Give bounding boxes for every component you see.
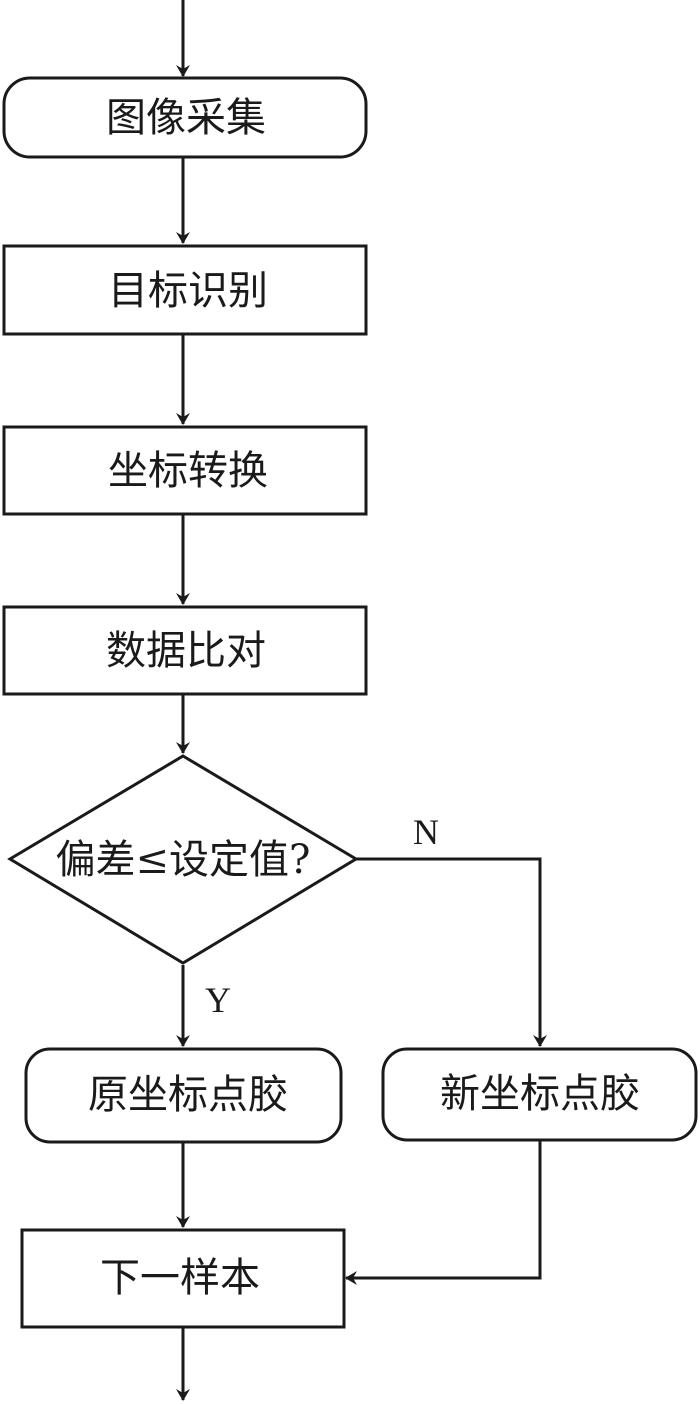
node-shapes	[2, 76, 698, 1329]
original-dispense-label: 原坐标点胶	[88, 1072, 288, 1118]
target-recognition-box	[2, 244, 368, 336]
image-capture-label: 图像采集	[106, 95, 266, 141]
edge-labels: Y N	[205, 812, 439, 1020]
edges	[176, 0, 547, 1401]
edge-new-to-next	[345, 1140, 542, 1285]
data-comparison-box	[2, 605, 368, 696]
target-recognition-label: 目标识别	[108, 268, 268, 314]
yes-branch-label: Y	[205, 980, 231, 1020]
new-dispense-label: 新坐标点胶	[440, 1071, 640, 1117]
coordinate-transform-box	[2, 425, 368, 516]
new-dispense-box	[381, 1047, 698, 1142]
node-labels: 图像采集 目标识别 坐标转换 数据比对 偏差≤设定值? 原坐标点胶 新坐标点胶 …	[56, 95, 640, 1301]
next-sample-box	[20, 1228, 346, 1329]
image-capture-box	[2, 76, 368, 159]
deviation-check-label: 偏差≤设定值?	[56, 837, 311, 883]
coordinate-transform-label: 坐标转换	[108, 448, 268, 494]
data-comparison-label: 数据比对	[106, 628, 266, 674]
deviation-decision-diamond	[7, 754, 359, 965]
original-dispense-box	[24, 1047, 343, 1144]
edge-decision-no	[356, 857, 547, 1047]
no-branch-label: N	[413, 812, 439, 852]
next-sample-label: 下一样本	[100, 1255, 260, 1301]
